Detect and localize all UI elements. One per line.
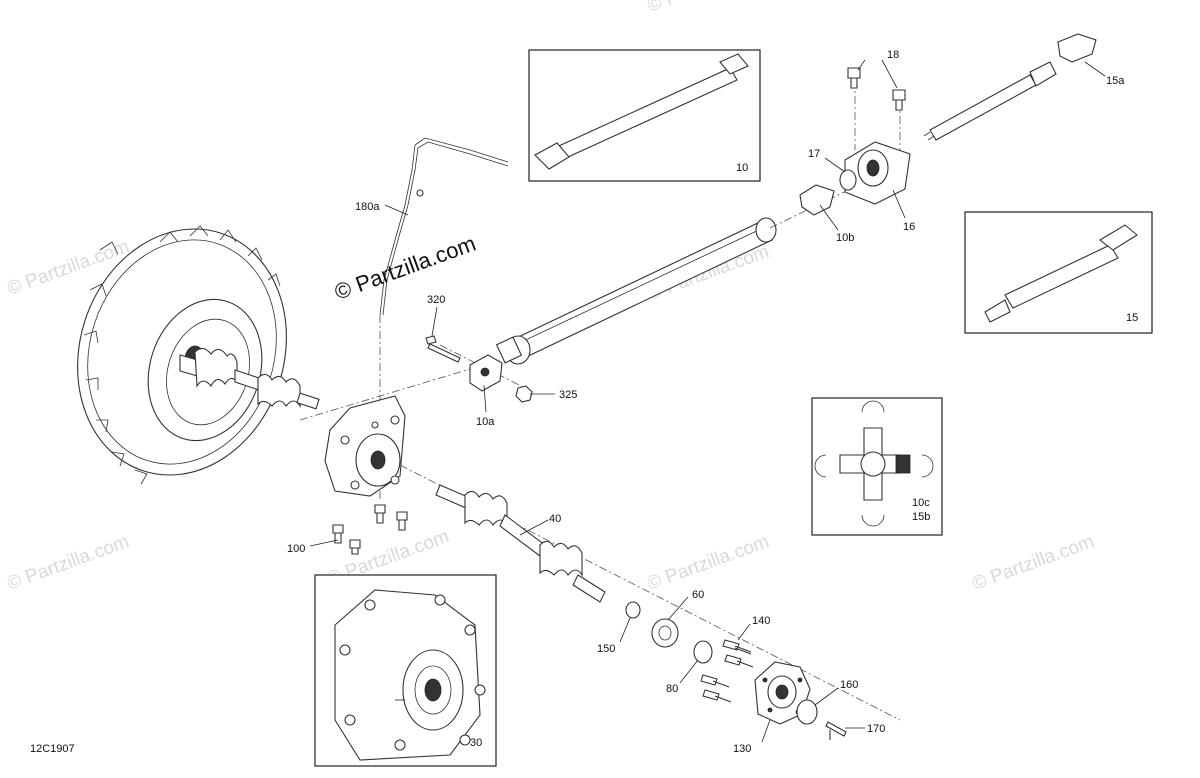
watermark: © Partzilla.com — [645, 0, 772, 17]
callout-80: 80 — [666, 683, 678, 695]
callout-160: 160 — [840, 679, 858, 691]
bolt-set-140 — [700, 639, 754, 703]
leader-lines — [309, 59, 1106, 743]
bolt-set-100 — [332, 504, 408, 555]
callout-140: 140 — [752, 615, 770, 627]
bearing-seal-set — [625, 601, 713, 664]
axle-shaft-front — [179, 347, 320, 410]
callout-60: 60 — [692, 589, 704, 601]
inset-driveshaft-10 — [528, 49, 761, 182]
callout-15b: 15b — [912, 511, 930, 523]
callout-18: 18 — [887, 49, 899, 61]
watermark: © Partzilla.com — [645, 531, 772, 595]
rear-shaft-group — [799, 33, 1097, 216]
axle-shaft-40 — [435, 484, 606, 603]
callout-180a: 180a — [355, 201, 380, 213]
callout-150: 150 — [597, 643, 615, 655]
callout-100: 100 — [287, 543, 305, 555]
callout-325: 325 — [559, 389, 577, 401]
diagram-code: 12C1907 — [30, 743, 75, 755]
watermark: © Partzilla.com — [970, 531, 1097, 595]
callout-10b: 10b — [836, 232, 854, 244]
gearbox-housing — [324, 395, 406, 497]
wheel-tire-assembly — [77, 225, 287, 485]
inset-gearbox-30 — [314, 574, 497, 767]
callout-17: 17 — [808, 148, 820, 160]
callout-15: 15 — [1126, 312, 1138, 324]
breather-hose — [379, 137, 509, 316]
callout-10: 10 — [736, 162, 748, 174]
coupler-10a-group — [425, 335, 533, 403]
callout-15a: 15a — [1106, 75, 1125, 87]
callout-130: 130 — [733, 743, 751, 755]
callout-40: 40 — [549, 513, 561, 525]
callout-320: 320 — [427, 294, 445, 306]
callout-170: 170 — [867, 723, 885, 735]
partzilla-watermark: © Partzilla.com — [331, 231, 479, 305]
inset-ujoint-kit — [811, 397, 943, 536]
driveshaft-main — [495, 217, 777, 365]
watermark: © Partzilla.com — [5, 531, 132, 595]
inset-shaft-15 — [964, 211, 1153, 334]
callout-10a: 10a — [476, 416, 495, 428]
callout-30: 30 — [470, 737, 482, 749]
callout-10c: 10c — [912, 497, 930, 509]
callout-16: 16 — [903, 221, 915, 233]
callout-labels: 10 15 15a 16 17 18 10b 180a 320 325 10a … — [30, 49, 1138, 755]
hub-group — [754, 661, 847, 740]
